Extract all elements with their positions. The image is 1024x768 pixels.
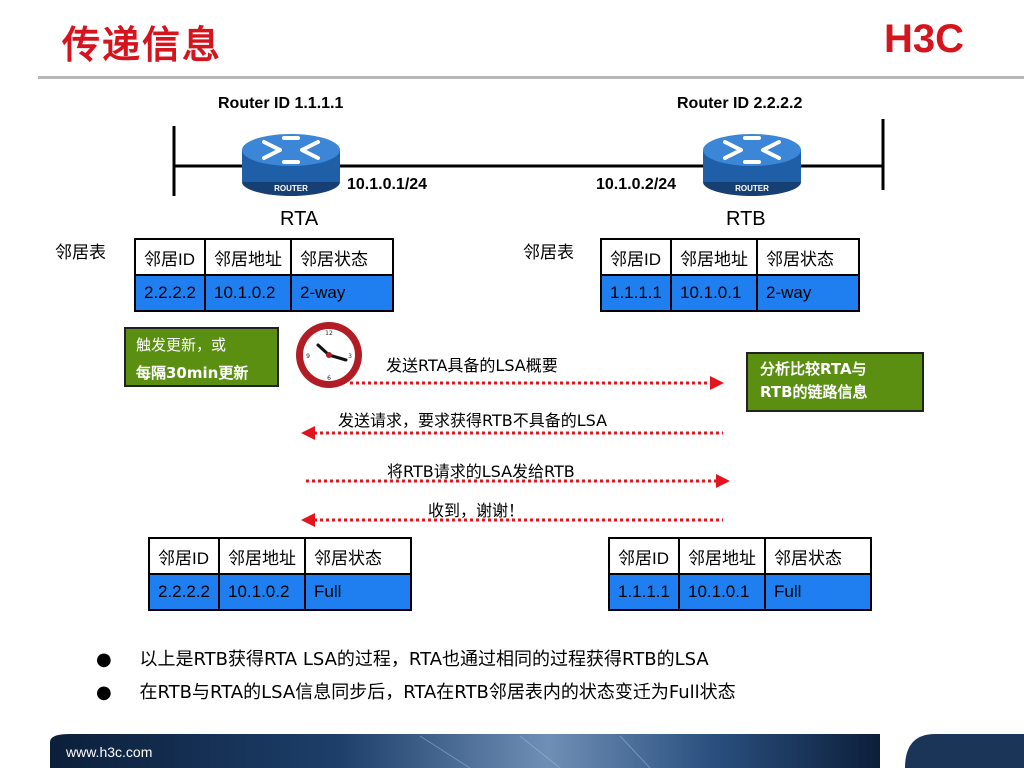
analyze-box-line2: RTB的链路信息 <box>760 383 868 401</box>
arrow-left-2 <box>301 426 723 440</box>
rta-router-id: Router ID 1.1.1.1 <box>218 95 344 112</box>
table-header: 邻居状态 <box>304 537 412 575</box>
message-1-text: 发送RTA具备的LSA概要 <box>386 356 558 375</box>
trigger-box-line1: 触发更新，或 <box>136 336 227 354</box>
table-header: 邻居ID <box>608 537 680 575</box>
message-3-text: 将RTB请求的LSA发给RTB <box>387 462 575 481</box>
table-header: 邻居ID <box>148 537 220 575</box>
trigger-update-box: 触发更新，或 每隔30min更新 <box>124 327 279 387</box>
bullet-dot-icon: ● <box>96 682 112 703</box>
clock-icon: 12 3 6 9 <box>296 322 362 388</box>
table-cell: 2.2.2.2 <box>148 573 220 611</box>
bullet-item: ● 以上是RTB获得RTA LSA的过程，RTA也通过相同的过程获得RTB的LS… <box>96 645 709 671</box>
table-header: 邻居地址 <box>218 537 306 575</box>
rtb-neighbor-table-after: 邻居ID 邻居地址 邻居状态 1.1.1.1 10.1.0.1 Full <box>608 537 872 611</box>
table-header: 邻居状态 <box>764 537 872 575</box>
arrow-left-4 <box>301 513 723 527</box>
rta-neighbor-table-after: 邻居ID 邻居地址 邻居状态 2.2.2.2 10.1.0.2 Full <box>148 537 412 611</box>
rtb-router-icon-label: ROUTER <box>735 184 769 193</box>
rtb-name: RTB <box>726 208 766 230</box>
arrow-right-1 <box>350 376 724 390</box>
table-header: 邻居地址 <box>204 238 292 276</box>
analyze-box: 分析比较RTA与 RTB的链路信息 <box>746 352 924 412</box>
table-cell: 10.1.0.2 <box>204 274 292 312</box>
svg-text:3: 3 <box>348 353 352 360</box>
table-row: 2.2.2.2 10.1.0.2 Full <box>148 573 412 611</box>
table-header: 邻居状态 <box>290 238 394 276</box>
table-row: 2.2.2.2 10.1.0.2 2-way <box>134 274 394 312</box>
table-cell: 2-way <box>290 274 394 312</box>
rta-router-icon: ROUTER <box>242 134 340 196</box>
table-row: 1.1.1.1 10.1.0.1 Full <box>608 573 872 611</box>
bullet-item: ● 在RTB与RTA的LSA信息同步后，RTA在RTB邻居表内的状态变迁为Ful… <box>96 678 736 704</box>
table-header: 邻居状态 <box>756 238 860 276</box>
table-cell: Full <box>764 573 872 611</box>
arrow-right-3 <box>306 474 730 488</box>
table-cell: 10.1.0.1 <box>670 274 758 312</box>
slide-title: 传递信息 <box>62 23 223 67</box>
table-row: 1.1.1.1 10.1.0.1 2-way <box>600 274 860 312</box>
svg-text:12: 12 <box>325 330 333 337</box>
table-cell: 1.1.1.1 <box>600 274 672 312</box>
rta-ip-address: 10.1.0.1/24 <box>347 176 428 193</box>
message-4-text: 收到，谢谢！ <box>428 501 525 520</box>
table-header: 邻居地址 <box>678 537 766 575</box>
rtb-neighbor-table-before: 邻居ID 邻居地址 邻居状态 1.1.1.1 10.1.0.1 2-way <box>600 238 860 312</box>
message-2-text: 发送请求，要求获得RTB不具备的LSA <box>338 411 608 430</box>
table-cell: 10.1.0.1 <box>678 573 766 611</box>
svg-text:9: 9 <box>306 353 310 360</box>
table-cell: 1.1.1.1 <box>608 573 680 611</box>
title-divider <box>38 76 1024 79</box>
footer-banner <box>50 734 1024 768</box>
rtb-ip-address: 10.1.0.2/24 <box>596 176 677 193</box>
svg-text:6: 6 <box>327 375 331 382</box>
table-header: 邻居ID <box>600 238 672 276</box>
table-header: 邻居地址 <box>670 238 758 276</box>
bullet-text: 在RTB与RTA的LSA信息同步后，RTA在RTB邻居表内的状态变迁为Full状… <box>139 682 736 703</box>
table-cell: Full <box>304 573 412 611</box>
h3c-logo: H3C <box>884 18 964 58</box>
table-cell: 10.1.0.2 <box>218 573 306 611</box>
bullet-text: 以上是RTB获得RTA LSA的过程，RTA也通过相同的过程获得RTB的LSA <box>139 649 709 670</box>
rta-name: RTA <box>280 208 319 230</box>
rtb-router-id: Router ID 2.2.2.2 <box>677 95 803 112</box>
rtb-neighbor-table-title: 邻居表 <box>523 243 574 263</box>
footer-url-link[interactable]: www.h3c.com <box>66 744 153 760</box>
rtb-router-icon: ROUTER <box>703 134 801 196</box>
trigger-box-line2: 每隔30min更新 <box>136 364 249 382</box>
rta-neighbor-table-before: 邻居ID 邻居地址 邻居状态 2.2.2.2 10.1.0.2 2-way <box>134 238 394 312</box>
rta-router-icon-label: ROUTER <box>274 184 308 193</box>
table-header: 邻居ID <box>134 238 206 276</box>
table-cell: 2.2.2.2 <box>134 274 206 312</box>
bullet-dot-icon: ● <box>96 649 112 670</box>
table-cell: 2-way <box>756 274 860 312</box>
h3c-logo-text: H3C <box>884 18 964 58</box>
analyze-box-line1: 分析比较RTA与 <box>760 360 867 378</box>
rta-neighbor-table-title: 邻居表 <box>55 243 106 263</box>
